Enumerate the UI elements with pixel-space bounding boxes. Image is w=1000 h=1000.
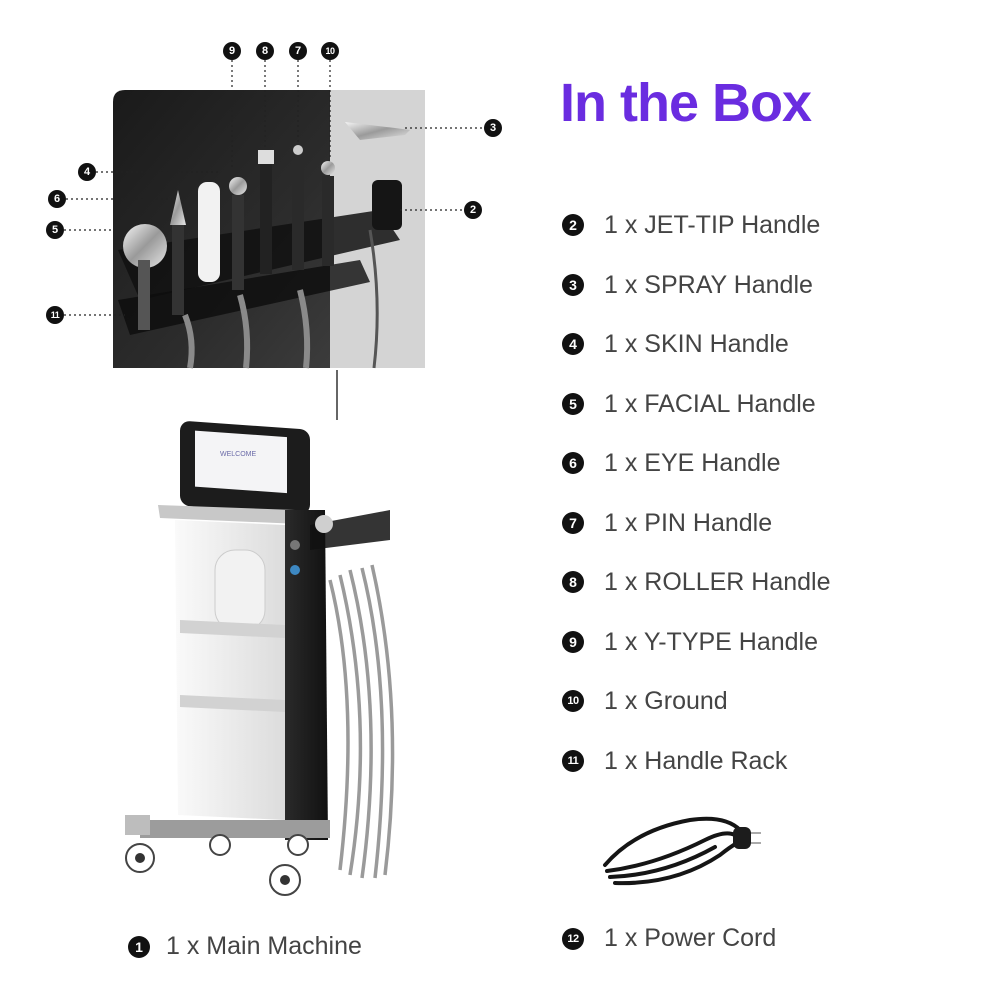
- callout-5: 5: [46, 221, 64, 239]
- item-label: 1 x Ground: [604, 686, 728, 715]
- list-item: 6 1 x EYE Handle: [562, 448, 781, 478]
- list-item: 10 1 x Ground: [562, 686, 728, 716]
- callout-4: 4: [78, 163, 96, 181]
- item-label: 1 x SKIN Handle: [604, 329, 789, 358]
- item-label: 1 x PIN Handle: [604, 508, 773, 537]
- list-item: 3 1 x SPRAY Handle: [562, 270, 813, 300]
- item-label: 1 x Power Cord: [604, 924, 777, 952]
- item-number-badge: 4: [562, 333, 584, 355]
- item-number-badge: 1: [128, 935, 150, 958]
- power-cord-item: 12 1 x Power Cord: [562, 924, 776, 953]
- item-number-badge: 11: [562, 750, 584, 772]
- item-number-badge: 2: [562, 214, 584, 236]
- item-label: 1 x JET-TIP Handle: [604, 210, 821, 239]
- item-label: 1 x Main Machine: [166, 932, 362, 960]
- item-number-badge: 9: [562, 631, 584, 653]
- item-number-badge: 3: [562, 274, 584, 296]
- list-item: 7 1 x PIN Handle: [562, 508, 772, 538]
- item-label: 1 x EYE Handle: [604, 448, 781, 477]
- item-label: 1 x FACIAL Handle: [604, 389, 816, 418]
- item-label: 1 x Handle Rack: [604, 746, 788, 775]
- item-number-badge: 8: [562, 571, 584, 593]
- callout-2: 2: [464, 201, 482, 219]
- list-item: 11 1 x Handle Rack: [562, 746, 787, 776]
- list-item: 9 1 x Y-TYPE Handle: [562, 627, 818, 657]
- list-item: 5 1 x FACIAL Handle: [562, 389, 816, 419]
- list-item: 8 1 x ROLLER Handle: [562, 567, 831, 597]
- list-item: 4 1 x SKIN Handle: [562, 329, 789, 359]
- callout-8: 8: [256, 42, 274, 60]
- callout-11: 11: [46, 306, 64, 324]
- page-title: In the Box: [560, 73, 812, 133]
- main-machine-photo: WELCOME: [125, 421, 395, 896]
- item-number-badge: 12: [562, 927, 584, 950]
- callout-10: 10: [321, 42, 339, 60]
- screen-welcome-text: WELCOME: [220, 451, 257, 458]
- callout-6: 6: [48, 190, 66, 208]
- item-number-badge: 10: [562, 690, 584, 712]
- item-label: 1 x ROLLER Handle: [604, 567, 831, 596]
- main-machine-item: 1 1 x Main Machine: [128, 932, 362, 961]
- callout-7: 7: [289, 42, 307, 60]
- item-label: 1 x Y-TYPE Handle: [604, 627, 819, 656]
- item-number-badge: 5: [562, 393, 584, 415]
- list-item: 2 1 x JET-TIP Handle: [562, 210, 820, 240]
- handle-rack-detail-photo: [64, 60, 483, 420]
- callout-3: 3: [484, 119, 502, 137]
- callout-9: 9: [223, 42, 241, 60]
- power-cord-photo: [603, 816, 761, 886]
- item-number-badge: 6: [562, 452, 584, 474]
- item-label: 1 x SPRAY Handle: [604, 270, 813, 299]
- item-number-badge: 7: [562, 512, 584, 534]
